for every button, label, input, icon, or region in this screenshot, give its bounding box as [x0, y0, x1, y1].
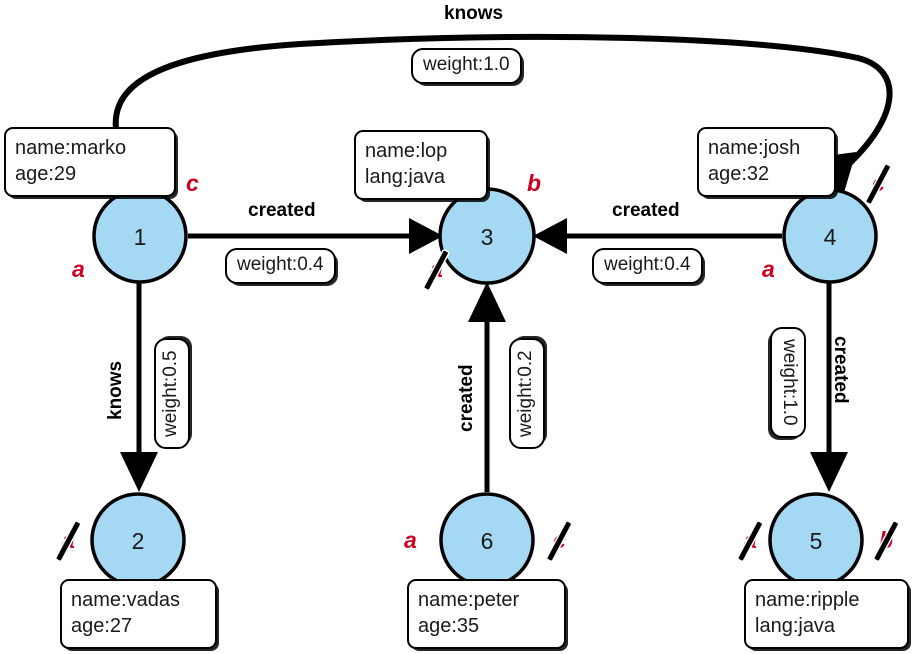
marker-node-4-a: a: [762, 256, 775, 282]
node-2-property-name: name:vadas: [71, 589, 180, 611]
node-4-label: 4: [824, 224, 837, 250]
marker-node-6-a: a: [404, 527, 417, 553]
node-6-property-name: name:peter: [418, 589, 520, 611]
node-6-label: 6: [481, 528, 494, 554]
edge-label-knows-1-2: knows: [105, 360, 126, 420]
marker-node-6-c: c: [547, 520, 572, 561]
node-4-property-age: age:32: [708, 163, 770, 186]
node-4-property-name: name:josh: [708, 137, 801, 159]
edge-path-knows-1-4: [112, 33, 893, 192]
node-3-property-name: name:lop: [365, 140, 448, 162]
edge-weight-knows-1-2: weight:0.5: [154, 338, 190, 449]
marker-node-1-c: c: [186, 170, 199, 196]
edge-weight-knows-1-4: weight:1.0: [411, 48, 522, 84]
node-3-property-box: name:lop lang:java: [354, 130, 488, 200]
edge-label-created-1-3: created: [248, 200, 316, 221]
arrow-head-created-6-3: [468, 282, 506, 322]
arrow-head-knows-1-2: [120, 452, 158, 492]
node-2-label: 2: [132, 528, 145, 554]
node-4[interactable]: 4: [782, 188, 878, 284]
edge-label-created-4-3: created: [612, 200, 680, 221]
marker-node-1-a: a: [72, 256, 85, 282]
node-6-property-age: age:35: [418, 615, 480, 638]
edge-weight-created-4-5: weight:1.0: [770, 327, 806, 438]
node-2-property-age: age:27: [71, 615, 133, 638]
node-3[interactable]: 3: [438, 187, 536, 285]
marker-node-2-a: a: [56, 520, 81, 561]
node-5-property-box: name:ripple lang:java: [744, 579, 909, 649]
node-1[interactable]: 1: [92, 188, 188, 284]
node-5[interactable]: 5: [768, 492, 864, 588]
edge-label-knows-1-4: knows: [444, 3, 504, 24]
marker-node-5-b: b: [874, 520, 898, 561]
node-1-label: 1: [134, 224, 147, 250]
node-5-label: 5: [810, 528, 823, 554]
arrow-head-created-4-3: [533, 218, 567, 254]
node-1-property-age: age:29: [15, 163, 77, 186]
node-6-property-box: name:peter age:35: [407, 579, 566, 649]
arrow-head-created-1-3: [409, 218, 443, 254]
node-3-label: 3: [481, 224, 494, 250]
arrow-head-created-4-5: [810, 452, 848, 492]
edge-weight-created-1-3: weight:0.4: [225, 248, 336, 284]
marker-node-3-a: a: [424, 249, 449, 290]
node-1-property-name: name:marko: [15, 137, 127, 159]
edge-label-created-4-5: created: [830, 336, 851, 404]
node-2-property-box: name:vadas age:27: [60, 579, 217, 649]
node-4-property-box: name:josh age:32: [697, 127, 836, 197]
node-2[interactable]: 2: [90, 492, 186, 588]
node-6[interactable]: 6: [439, 492, 535, 588]
edge-label-created-6-3: created: [456, 364, 477, 432]
node-1-property-box: name:marko age:29: [4, 127, 176, 197]
node-5-property-name: name:ripple: [755, 589, 860, 611]
node-3-property-lang: lang:java: [365, 166, 446, 189]
marker-node-5-a: a: [738, 520, 763, 561]
edge-weight-created-6-3: weight:0.2: [509, 338, 545, 449]
edge-weight-created-4-3: weight:0.4: [592, 248, 703, 284]
marker-node-4-c: c: [866, 163, 891, 204]
marker-node-3-b: b: [527, 170, 542, 196]
node-5-property-lang: lang:java: [755, 615, 836, 638]
